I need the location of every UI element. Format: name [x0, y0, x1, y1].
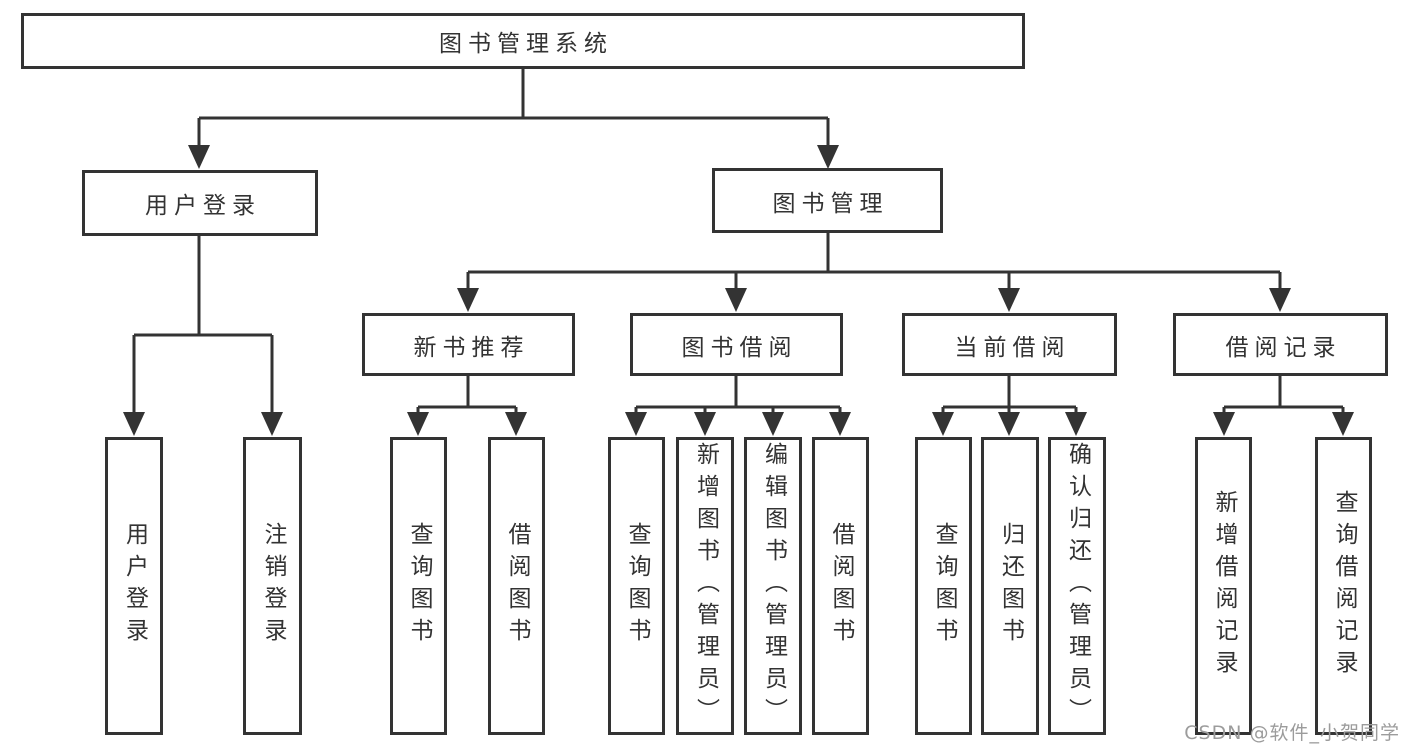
leaf-rec-query-books: 查询图书 [390, 437, 447, 735]
leaf-cb-return-books-label: 归还图书 [997, 522, 1024, 650]
arrowheads [123, 145, 1354, 436]
leaf-rec-borrow-books: 借阅图书 [488, 437, 545, 735]
leaf-cb-return-books: 归还图书 [981, 437, 1039, 735]
leaf-bb-edit-books-admin: 编辑图书（管理员） [744, 437, 802, 735]
leaf-user-login: 用户登录 [105, 437, 163, 735]
leaf-cb-query-books-label: 查询图书 [931, 522, 957, 650]
leaf-br-add-record-label: 新增借阅记录 [1211, 490, 1237, 682]
leaf-bb-edit-books-admin-label: 编辑图书（管理员） [760, 442, 787, 730]
leaf-bb-borrow-books-label: 借阅图书 [828, 522, 854, 650]
leaf-cb-query-books: 查询图书 [915, 437, 972, 735]
arrowhead [188, 145, 210, 169]
leaf-bb-add-books-admin-label: 新增图书（管理员） [692, 442, 719, 730]
arrowhead [1332, 412, 1354, 436]
arrowhead [694, 412, 716, 436]
node-user-login: 用户登录 [82, 170, 318, 236]
leaf-cb-confirm-return-admin-label: 确认归还（管理员） [1064, 442, 1091, 730]
leaf-logout-label: 注销登录 [260, 522, 286, 650]
node-new-book-recommend: 新书推荐 [362, 313, 575, 376]
arrowhead [457, 288, 479, 312]
node-library-system: 图书管理系统 [21, 13, 1025, 69]
leaf-bb-borrow-books: 借阅图书 [812, 437, 869, 735]
leaf-br-add-record: 新增借阅记录 [1195, 437, 1252, 735]
arrowhead [625, 412, 647, 436]
arrowhead [817, 145, 839, 169]
arrowhead [123, 412, 145, 436]
arrowhead [829, 412, 851, 436]
arrowhead [762, 412, 784, 436]
leaf-br-query-record-label: 查询借阅记录 [1331, 490, 1357, 682]
node-current-borrowing: 当前借阅 [902, 313, 1117, 376]
arrowhead [407, 412, 429, 436]
arrowhead [932, 412, 954, 436]
leaf-user-login-label: 用户登录 [121, 522, 148, 650]
arrowhead [1269, 288, 1291, 312]
leaf-logout: 注销登录 [243, 437, 302, 735]
leaf-rec-borrow-books-label: 借阅图书 [504, 522, 530, 650]
arrowhead [998, 288, 1020, 312]
leaf-rec-query-books-label: 查询图书 [406, 522, 432, 650]
arrowhead [1213, 412, 1235, 436]
arrowhead [261, 412, 283, 436]
leaf-cb-confirm-return-admin: 确认归还（管理员） [1048, 437, 1106, 735]
arrowhead [1065, 412, 1087, 436]
arrowhead [725, 288, 747, 312]
arrowhead [998, 412, 1020, 436]
leaf-bb-query-books-label: 查询图书 [624, 522, 650, 650]
node-book-management: 图书管理 [712, 168, 943, 233]
connector-path [132, 68, 1345, 414]
leaf-br-query-record: 查询借阅记录 [1315, 437, 1372, 735]
arrowhead [505, 412, 527, 436]
node-borrowing-records: 借阅记录 [1173, 313, 1388, 376]
node-book-borrowing: 图书借阅 [630, 313, 843, 376]
csdn-watermark: CSDN @软件_小贺同学 [1184, 722, 1400, 744]
leaf-bb-add-books-admin: 新增图书（管理员） [676, 437, 734, 735]
leaf-bb-query-books: 查询图书 [608, 437, 665, 735]
